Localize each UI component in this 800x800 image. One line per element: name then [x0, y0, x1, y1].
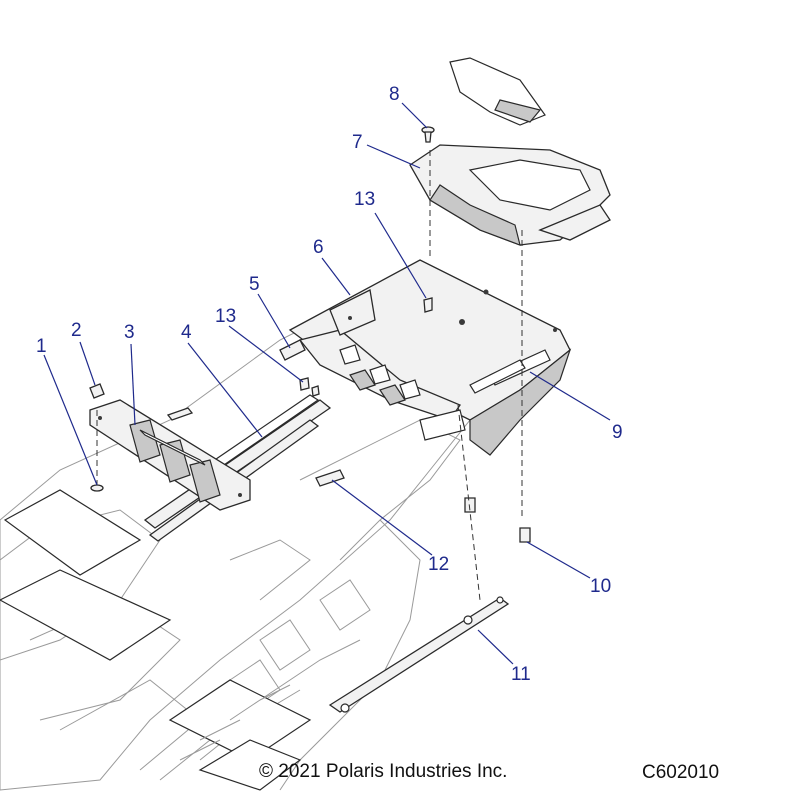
front-mount-bracket: [89, 399, 251, 511]
callout-numbers: 1 2 3 4 5 6 7 8 9 10 11 12 13 13: [36, 84, 623, 685]
nut: [89, 383, 105, 399]
long-rail: [143, 394, 332, 542]
rear-cover: [409, 144, 611, 246]
polaris-decal: [315, 469, 345, 487]
slide-strip: [328, 596, 510, 713]
push-rivet: [421, 126, 435, 143]
callout-7: 7: [352, 132, 363, 153]
rear-tunnel-plate: [288, 259, 572, 456]
callout-11: 11: [511, 664, 531, 685]
callout-8: 8: [389, 84, 400, 105]
callout-6: 6: [313, 237, 324, 258]
callout-10: 10: [590, 576, 611, 597]
callout-12: 12: [428, 554, 449, 575]
assembly-lines: [96, 150, 523, 601]
callout-4: 4: [181, 322, 192, 343]
decal-small: [166, 407, 194, 421]
bolt-13-lower: [299, 377, 320, 397]
bolt-front: [464, 497, 476, 513]
copyright-text: © 2021 Polaris Industries Inc.: [259, 761, 507, 782]
small-plate: [279, 339, 306, 361]
left-bracket: [329, 289, 376, 336]
callout-2: 2: [71, 320, 82, 341]
drawing-number: C602010: [642, 762, 719, 783]
bolt-10: [519, 527, 531, 543]
callout-1: 1: [36, 336, 47, 357]
upper-cap: [449, 57, 546, 126]
callout-5: 5: [249, 274, 260, 295]
callout-9: 9: [612, 422, 623, 443]
leader-lines: [43, 102, 611, 665]
callout-13-lower: 13: [215, 306, 236, 327]
callout-13-upper: 13: [354, 189, 375, 210]
callout-3: 3: [124, 322, 135, 343]
mount-washer: [90, 484, 104, 492]
running-board: [0, 489, 312, 791]
bolt-13-upper: [423, 297, 433, 313]
